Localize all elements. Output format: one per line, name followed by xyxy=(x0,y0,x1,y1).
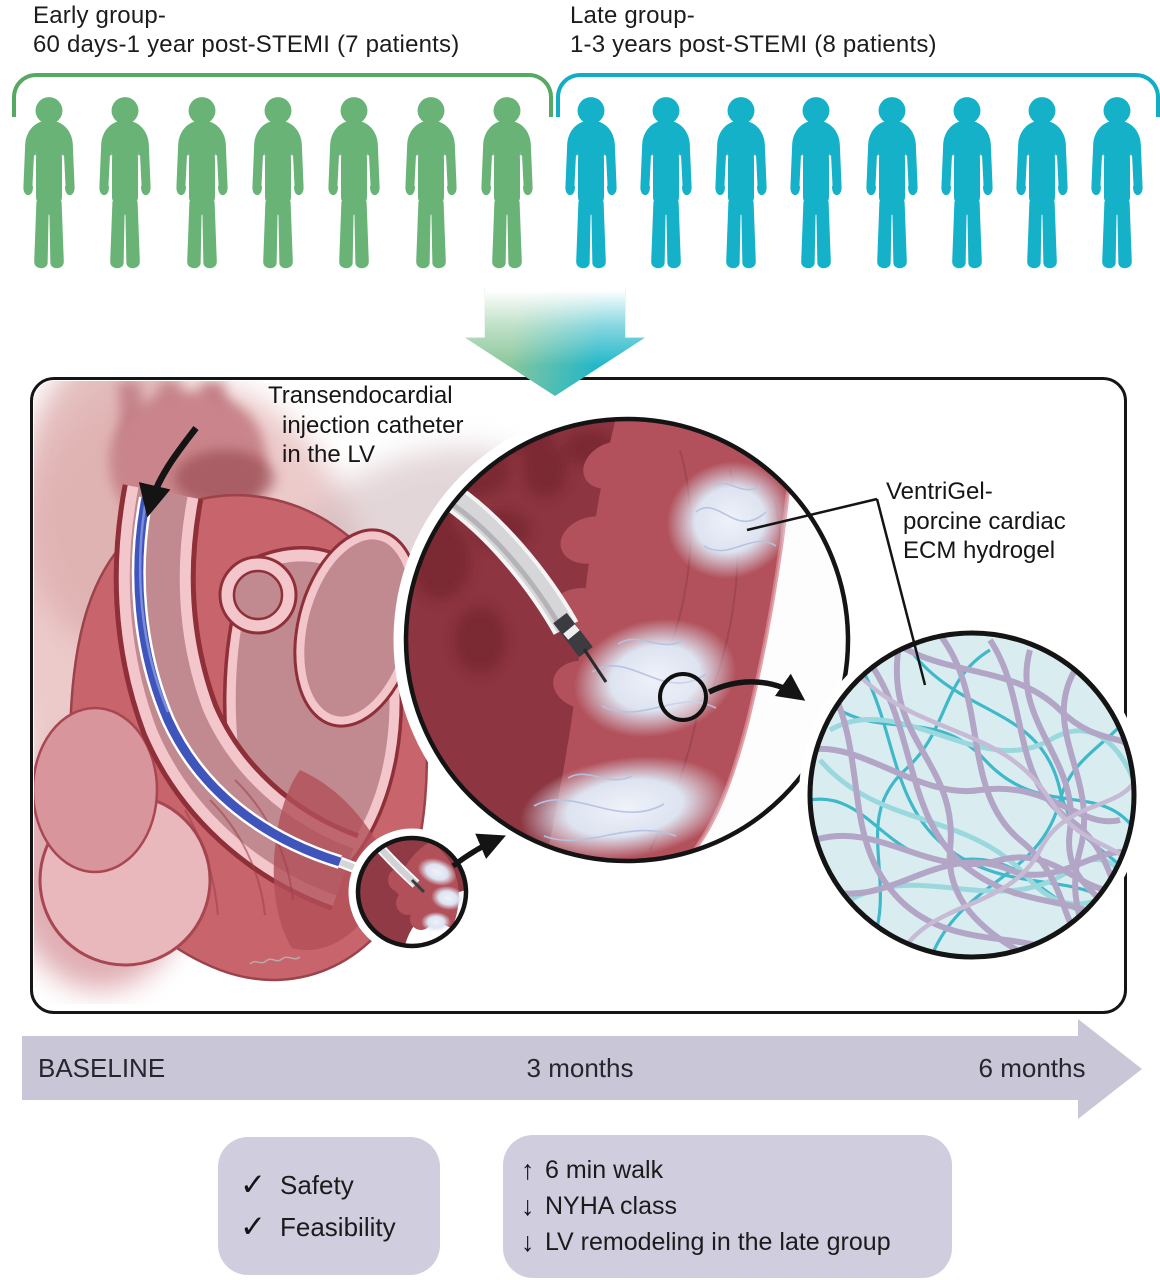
timeline-label-6months: 6 months xyxy=(978,1053,1086,1083)
outcome-row-safety: ✓ Safety xyxy=(240,1167,440,1203)
check-icon: ✓ xyxy=(240,1167,266,1202)
patient-icon xyxy=(174,96,229,270)
outcome-label: LV remodeling in the late group xyxy=(545,1228,891,1256)
hydrogel-label-line1: VentriGel- xyxy=(886,478,993,505)
hydrogel-label-line3: ECM hydrogel xyxy=(903,537,1056,564)
outcome-row-feasibility: ✓ Feasibility xyxy=(240,1209,440,1245)
patient-icon xyxy=(639,96,693,270)
catheter-label-line1: Transendocardial xyxy=(268,382,453,409)
hydrogel-label-line2: porcine cardiac xyxy=(903,507,1066,535)
early-group-title-line1: Early group- xyxy=(33,2,167,29)
illustration-panel xyxy=(30,377,1127,1014)
patient-icon xyxy=(564,96,618,270)
patient-icon xyxy=(789,96,844,270)
late-group-title: Late group- 1-3 years post-STEMI (8 pati… xyxy=(570,1,937,59)
outcome-label: NYHA class xyxy=(545,1192,677,1220)
patient-icon xyxy=(403,96,458,270)
timeline-arrowhead xyxy=(1078,1019,1142,1119)
patient-icon xyxy=(98,96,153,270)
catheter-label-line3: in the LV xyxy=(282,441,375,468)
patient-icon xyxy=(22,96,76,270)
down-arrow-icon: ↓ xyxy=(521,1191,535,1221)
down-arrow-icon: ↓ xyxy=(521,1227,535,1257)
catheter-label: Transendocardial injection catheter in t… xyxy=(268,381,463,470)
up-arrow-icon: ↑ xyxy=(521,1155,535,1185)
outcome-row-6minwalk: ↑ 6 min walk xyxy=(521,1155,952,1186)
early-group-title-line2: 60 days-1 year post-STEMI (7 patients) xyxy=(33,31,460,58)
late-group-title-line2: 1-3 years post-STEMI (8 patients) xyxy=(570,31,937,58)
late-group-bracket xyxy=(556,73,1160,117)
patient-icon xyxy=(864,96,919,270)
late-group-title-line1: Late group- xyxy=(570,2,695,29)
hydrogel-label: VentriGel- porcine cardiac ECM hydrogel xyxy=(886,477,1066,566)
early-group-bracket xyxy=(12,73,553,117)
outcome-label: 6 min walk xyxy=(545,1156,664,1184)
check-icon: ✓ xyxy=(240,1209,266,1244)
timeline-label-3months: 3 months xyxy=(526,1053,634,1083)
catheter-label-line2: injection catheter xyxy=(282,411,464,439)
patient-icon xyxy=(327,96,382,270)
timeline-label-baseline: BASELINE xyxy=(38,1053,166,1083)
patient-icon xyxy=(939,96,994,270)
timeline-bar xyxy=(22,1036,1078,1100)
outcome-row-lv-remodeling: ↓ LV remodeling in the late group xyxy=(521,1227,952,1258)
patient-icon xyxy=(251,96,305,270)
patient-icon xyxy=(1090,96,1144,270)
early-group-figures xyxy=(14,87,542,285)
baseline-outcomes-box: ✓ Safety ✓ Feasibility xyxy=(218,1137,440,1275)
followup-outcomes-box: ↑ 6 min walk ↓ NYHA class ↓ LV remodelin… xyxy=(503,1135,952,1278)
outcome-label: Safety xyxy=(280,1169,354,1200)
patient-icon xyxy=(714,96,768,270)
patient-icon xyxy=(480,96,534,270)
outcome-label: Feasibility xyxy=(280,1211,396,1242)
early-group-title: Early group- 60 days-1 year post-STEMI (… xyxy=(33,1,459,59)
patient-icon xyxy=(1015,96,1069,270)
late-group-figures xyxy=(556,87,1152,285)
outcome-row-nyha: ↓ NYHA class xyxy=(521,1191,952,1222)
